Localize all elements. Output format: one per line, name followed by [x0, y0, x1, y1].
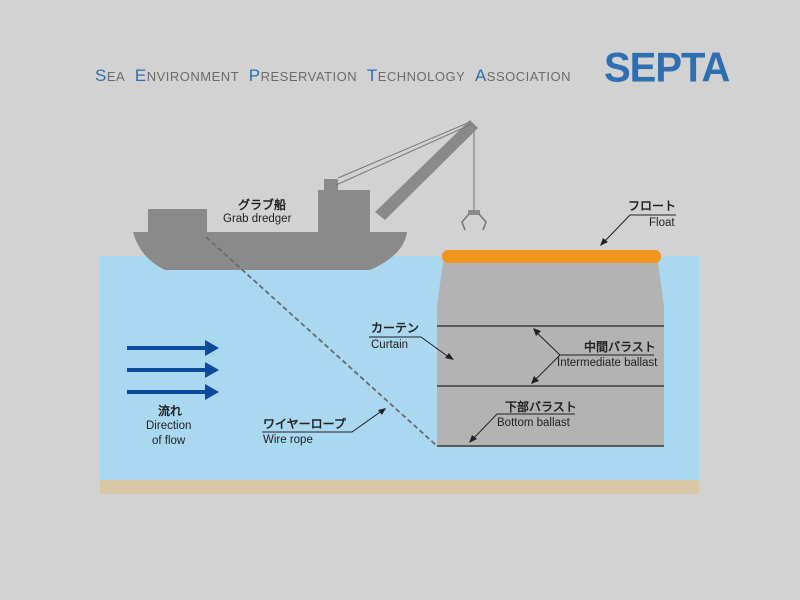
org-initial: P	[248, 66, 261, 85]
crane-stay	[335, 123, 473, 186]
wire-rope-label-en: Wire rope	[263, 434, 313, 446]
org-word-rest: ECHNOLOGY	[377, 69, 466, 84]
intermediate-down-arrowhead	[531, 376, 539, 384]
intermediate-ballast-label-en: Intermediate ballast	[557, 357, 658, 369]
flow-arrow-icon	[127, 362, 219, 378]
crane-stay-2	[337, 121, 471, 179]
org-initial: T	[366, 66, 378, 85]
bottom-ballast-leader	[471, 413, 575, 441]
org-word: SEA	[95, 66, 126, 85]
wire-rope-arrowhead	[378, 408, 386, 415]
seabed	[100, 480, 699, 494]
curtain-arrowhead	[445, 353, 454, 360]
float-leader	[602, 214, 676, 244]
org-word-rest: SSOCIATION	[486, 69, 572, 84]
crane-housing	[318, 190, 370, 233]
organization-name: SEA ENVIRONMENT PRESERVATION TECHNOLOGY …	[95, 66, 576, 86]
flow-label-en-1: Direction	[146, 420, 192, 432]
wire-rope	[205, 236, 438, 447]
flow-arrow-icon	[127, 384, 219, 400]
grab-bucket-icon	[461, 210, 487, 231]
flow-label-jp: 流れ	[158, 404, 183, 418]
ship-hull	[133, 232, 407, 270]
org-initial: S	[95, 66, 107, 85]
org-initial: A	[474, 66, 487, 85]
curtain-leader	[369, 336, 451, 359]
grab-dredger-ship	[133, 120, 478, 270]
org-word: TECHNOLOGY	[366, 66, 466, 85]
wire-rope-leader	[262, 409, 384, 433]
curtain-label-jp: カーテン	[371, 321, 420, 335]
bottom-ballast-label-en: Bottom ballast	[497, 417, 570, 429]
silt-curtain	[437, 262, 664, 446]
org-word: ASSOCIATION	[474, 66, 572, 85]
ship-cabin	[148, 209, 207, 233]
bottom-ballast-label-jp: 下部バラスト	[505, 400, 577, 414]
grab-dredger-label-jp: グラブ船	[238, 198, 287, 212]
crane-top	[324, 179, 338, 191]
org-word-rest: NVIRONMENT	[146, 69, 240, 84]
bottom-ballast-arrowhead	[469, 435, 477, 443]
float-bar	[442, 250, 661, 263]
org-word: ENVIRONMENT	[134, 66, 240, 85]
wire-rope-label-jp: ワイヤーロープ	[263, 417, 346, 431]
org-word-rest: RESERVATION	[260, 69, 358, 84]
flow-label-en-2: of flow	[152, 435, 186, 447]
septa-logo: SEPTA	[604, 44, 730, 92]
flow-arrows	[127, 340, 219, 400]
intermediate-ballast-label-jp: 中間バラスト	[584, 340, 656, 354]
crane-jib	[375, 120, 478, 220]
float-label-en: Float	[649, 217, 675, 229]
org-word-rest: EA	[106, 69, 126, 84]
org-initial: E	[134, 66, 147, 85]
curtain-label-en: Curtain	[371, 339, 409, 351]
flow-arrow-icon	[127, 340, 219, 356]
intermediate-ballast-leader	[533, 330, 654, 382]
float-label-jp: フロート	[628, 199, 677, 213]
float-arrowhead	[600, 238, 608, 246]
intermediate-up-arrowhead	[533, 328, 541, 336]
org-word: PRESERVATION	[248, 66, 358, 85]
grab-dredger-label-en: Grab dredger	[223, 213, 292, 225]
